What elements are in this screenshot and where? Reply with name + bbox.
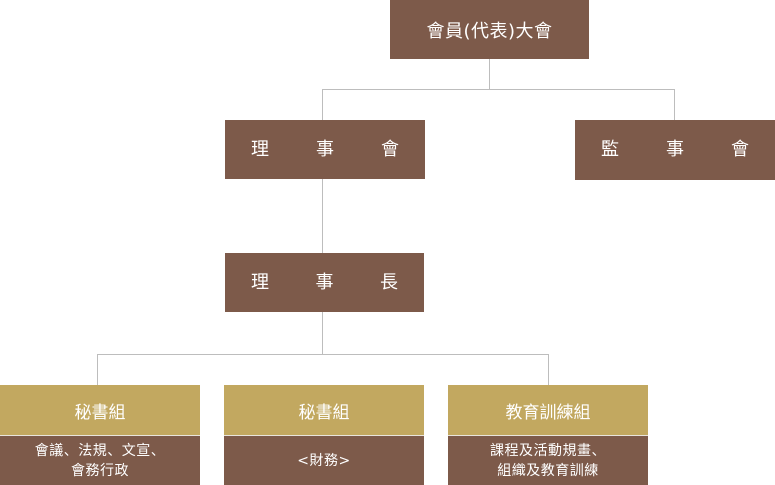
general-assembly-label: 會員(代表)大會 (426, 20, 553, 42)
connector-board-to-chairman (322, 179, 323, 253)
group-1-duties: 會議、法規、文宣、 會務行政 (0, 436, 200, 485)
connector-board-drop (322, 89, 323, 120)
board-char-1: 理 (251, 138, 269, 160)
group-2-divider (224, 435, 424, 436)
connector-group1-drop (97, 354, 98, 385)
board-of-supervisors-box: 監 事 會 (575, 120, 775, 180)
group-2-title: 秘書組 (298, 403, 350, 423)
group-1-divider (0, 435, 200, 436)
connector-group3-drop (548, 354, 549, 385)
connector-top-horizontal (322, 89, 675, 90)
board-of-directors-box: 理 事 會 (225, 120, 425, 179)
chairman-char-3: 長 (380, 271, 398, 293)
group-1-duty-line-2: 會務行政 (71, 462, 129, 479)
group-3-duties: 課程及活動規畫、 組織及教育訓練 (448, 436, 648, 485)
group-1-duty-line-1: 會議、法規、文宣、 (34, 442, 166, 459)
connector-groups-horizontal (97, 354, 549, 355)
group-2-duties: <財務> (224, 436, 424, 485)
group-1-header: 秘書組 (0, 385, 200, 436)
chairman-char-1: 理 (251, 271, 269, 293)
connector-top-down (489, 59, 490, 90)
supervisors-char-2: 事 (666, 139, 684, 160)
board-char-2: 事 (316, 138, 334, 160)
connector-chairman-down (322, 312, 323, 355)
group-3-divider (448, 435, 648, 436)
group-3-duty-line-1: 課程及活動規畫、 (490, 442, 606, 459)
group-2-duty-line-1: <財務> (297, 452, 351, 469)
chairman-char-2: 事 (315, 271, 334, 293)
general-assembly-box: 會員(代表)大會 (390, 0, 589, 59)
board-char-3: 會 (381, 138, 399, 160)
group-1-title: 秘書組 (74, 403, 126, 423)
group-3-header: 教育訓練組 (448, 385, 648, 436)
group-2-header: 秘書組 (224, 385, 424, 436)
supervisors-char-1: 監 (601, 139, 619, 160)
group-3-duty-line-2: 組織及教育訓練 (497, 462, 599, 479)
chairman-box: 理 事 長 (225, 253, 424, 312)
group-3-title: 教育訓練組 (505, 403, 591, 423)
supervisors-char-3: 會 (731, 139, 749, 160)
connector-supervisors-drop (674, 89, 675, 120)
